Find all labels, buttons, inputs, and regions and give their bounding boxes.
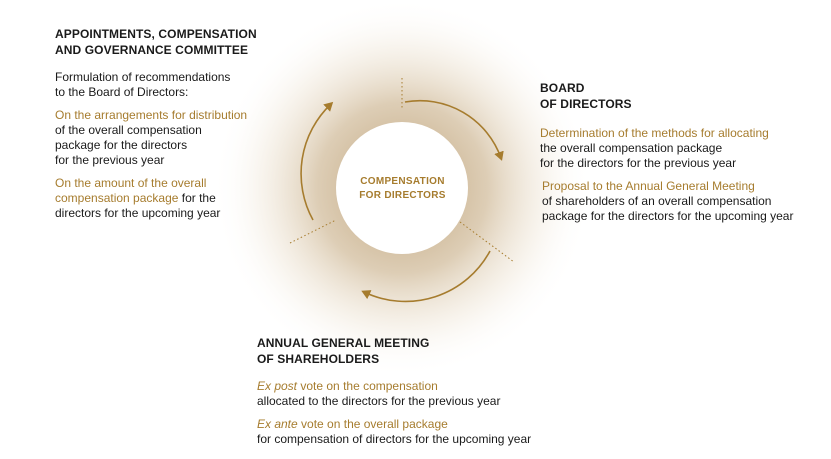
board-item-1-line3: for the directors for the previous year bbox=[540, 156, 737, 170]
agm-item-1: Ex post vote on the compensation allocat… bbox=[257, 379, 577, 409]
agm-title-line1: ANNUAL GENERAL MEETING bbox=[257, 336, 430, 350]
committee-title: APPOINTMENTS, COMPENSATION AND GOVERNANC… bbox=[55, 26, 315, 58]
separator-right bbox=[459, 221, 515, 263]
arrow-bottom bbox=[361, 250, 491, 303]
board-title-line1: BOARD bbox=[540, 81, 585, 95]
board-title: BOARD OF DIRECTORS bbox=[540, 80, 830, 112]
center-label-line2: FOR DIRECTORS bbox=[359, 190, 446, 201]
committee-title-line2: AND GOVERNANCE COMMITTEE bbox=[55, 43, 249, 57]
center-label: COMPENSATION FOR DIRECTORS bbox=[340, 175, 465, 203]
board-item-1-highlight: Determination of the methods for allocat… bbox=[540, 126, 769, 140]
committee-item-2-line3: directors for the upcoming year bbox=[55, 206, 221, 220]
center-label-line1: COMPENSATION bbox=[360, 176, 445, 187]
board-item-1: Determination of the methods for allocat… bbox=[540, 126, 830, 171]
committee-title-line1: APPOINTMENTS, COMPENSATION bbox=[55, 27, 257, 41]
agm-item-2-highlight: vote on the overall package bbox=[297, 417, 448, 431]
agm-item-1-line2: allocated to the directors for the previ… bbox=[257, 394, 501, 408]
committee-intro-line1: Formulation of recommendations bbox=[55, 70, 231, 84]
committee-item-1-highlight: On the arrangements for distribution bbox=[55, 108, 248, 122]
agm-title: ANNUAL GENERAL MEETING OF SHAREHOLDERS bbox=[257, 335, 577, 367]
agm-item-1-italic: Ex post bbox=[257, 379, 298, 393]
committee-intro: Formulation of recommendations to the Bo… bbox=[55, 70, 315, 100]
committee-item-1-line2: of the overall compensation bbox=[55, 123, 202, 137]
agm-title-line2: OF SHAREHOLDERS bbox=[257, 352, 380, 366]
board-item-2-line2: of shareholders of an overall compensati… bbox=[542, 194, 772, 208]
committee-item-2-rest: for the bbox=[178, 191, 216, 205]
agm-item-2-line2: for compensation of directors for the up… bbox=[257, 432, 532, 446]
board-item-2: Proposal to the Annual General Meeting o… bbox=[542, 179, 830, 224]
agm-item-2: Ex ante vote on the overall package for … bbox=[257, 417, 577, 447]
committee-intro-line2: to the Board of Directors: bbox=[55, 85, 189, 99]
board-item-1-line2: the overall compensation package bbox=[540, 141, 723, 155]
committee-item-2: On the amount of the overall compensatio… bbox=[55, 176, 315, 221]
board-item-2-highlight: Proposal to the Annual General Meeting bbox=[542, 179, 755, 193]
board-title-line2: OF DIRECTORS bbox=[540, 97, 632, 111]
committee-item-2-highlight-line2: compensation package bbox=[55, 191, 179, 205]
board-block: BOARD OF DIRECTORS Determination of the … bbox=[540, 80, 830, 232]
center-circle bbox=[336, 122, 468, 254]
committee-item-1-line4: for the previous year bbox=[55, 153, 165, 167]
arrow-top-right bbox=[404, 99, 504, 161]
committee-item-1-line3: package for the directors bbox=[55, 138, 188, 152]
agm-block: ANNUAL GENERAL MEETING OF SHAREHOLDERS E… bbox=[257, 335, 577, 455]
committee-block: APPOINTMENTS, COMPENSATION AND GOVERNANC… bbox=[55, 26, 315, 229]
arrow-left bbox=[300, 101, 334, 221]
separator-left bbox=[289, 219, 337, 244]
committee-item-1: On the arrangements for distribution of … bbox=[55, 108, 315, 168]
agm-item-2-italic: Ex ante bbox=[257, 417, 298, 431]
committee-item-2-highlight-line1: On the amount of the overall bbox=[55, 176, 207, 190]
board-item-2-line3: package for the directors for the upcomi… bbox=[542, 209, 794, 223]
agm-item-1-highlight: vote on the compensation bbox=[297, 379, 438, 393]
